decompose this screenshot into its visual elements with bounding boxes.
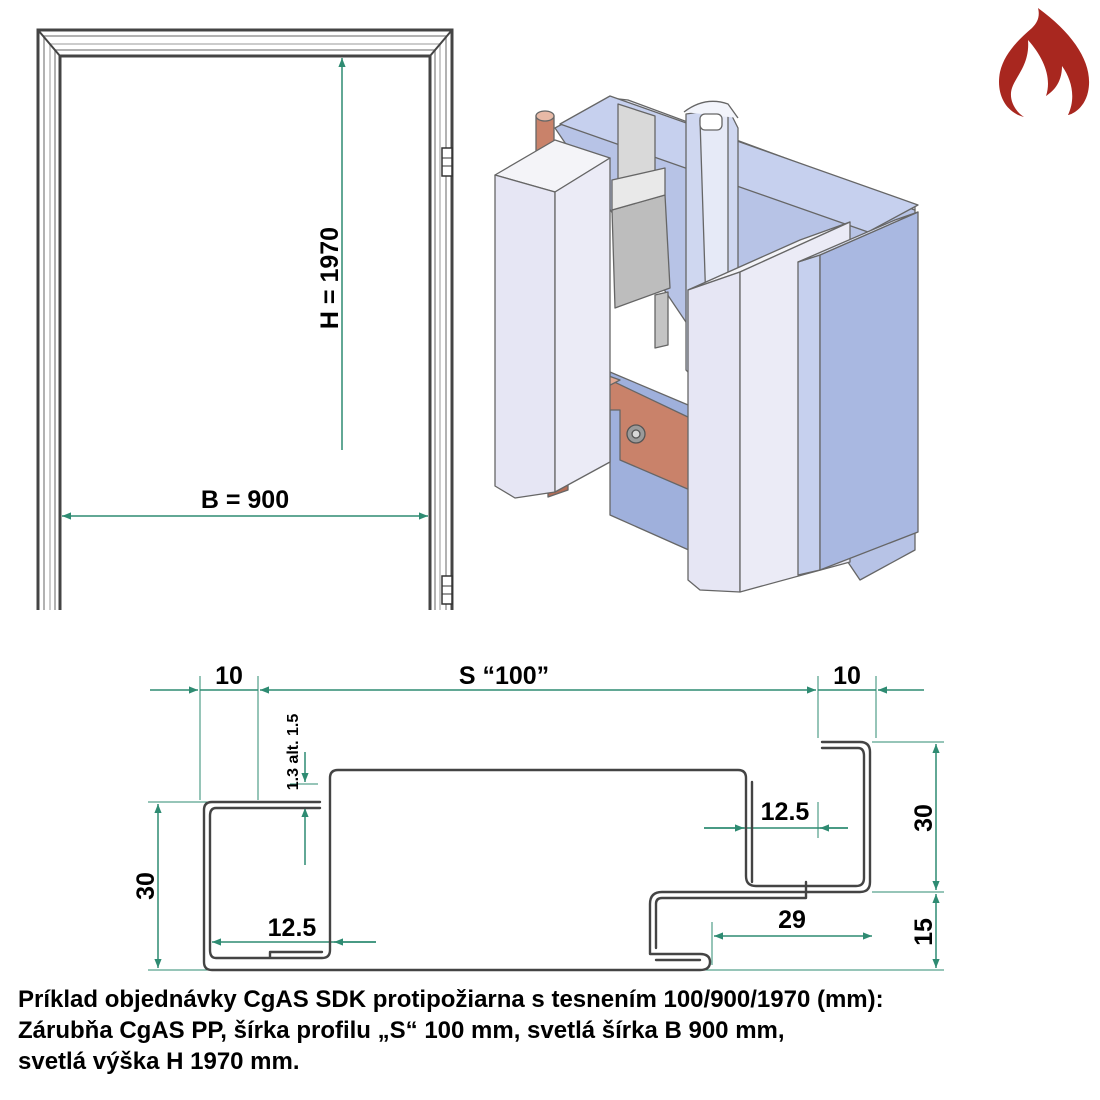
rebate-depth-label: 15 [910, 918, 938, 946]
order-example-caption: Príklad objednávky CgAS SDK protipožiarn… [18, 984, 1088, 1077]
profile-cross-section: 10 S “100” 10 1.3 alt. 1.5 30 30 15 12.5… [132, 662, 944, 972]
caption-line-3: svetlá výška H 1970 mm. [18, 1048, 300, 1075]
right-flange-label: 10 [833, 662, 861, 690]
hinge-top [441, 147, 453, 177]
left-jamb-face [494, 139, 611, 499]
left-height-label: 30 [132, 872, 160, 900]
rebate-width-label: 29 [778, 906, 806, 934]
right-outer-wall [797, 211, 919, 576]
caption-line-2: Zárubňa CgAS PP, šírka profilu „S“ 100 m… [18, 1017, 785, 1044]
right-offset-label: 12.5 [761, 798, 810, 826]
frame-isometric-view [494, 95, 919, 593]
right-height-label: 30 [910, 804, 938, 832]
door-frame-elevation: H = 1970 B = 900 [36, 28, 454, 610]
left-offset-label: 12.5 [268, 914, 317, 942]
profile-outline [202, 740, 872, 972]
hinge-plate [611, 103, 671, 349]
hinge-bottom [441, 575, 453, 605]
width-label: B = 900 [201, 486, 289, 514]
height-label: H = 1970 [316, 227, 344, 329]
left-flange-label: 10 [215, 662, 243, 690]
wall-thickness-label: 1.3 alt. 1.5 [285, 714, 302, 791]
profile-width-label: S “100” [459, 662, 549, 690]
fire-icon [999, 8, 1090, 117]
caption-line-1: Príklad objednávky CgAS SDK protipožiarn… [18, 986, 884, 1013]
